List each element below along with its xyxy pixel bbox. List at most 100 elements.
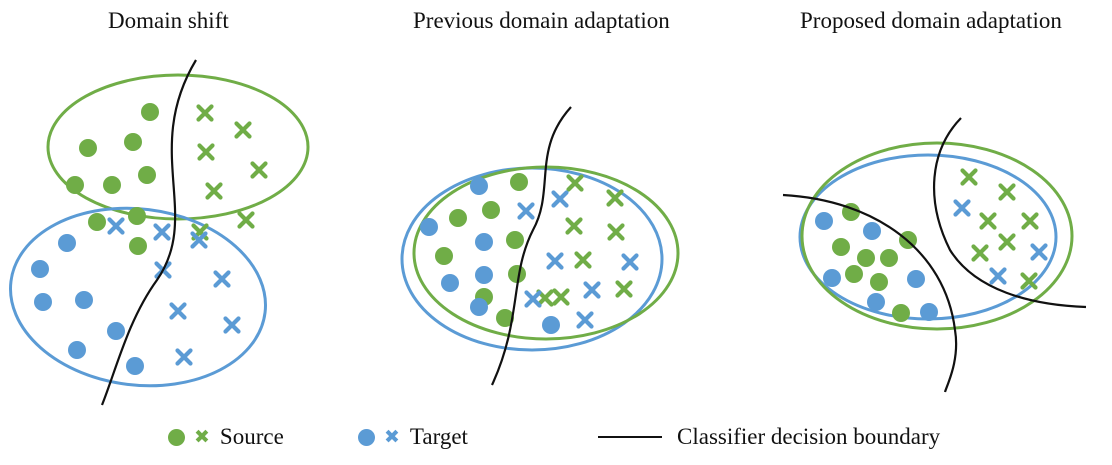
legend-target: ✖ Target (358, 422, 468, 452)
source-circle-point (435, 247, 453, 265)
source-circle-point (88, 213, 106, 231)
source-cross-point (606, 189, 624, 207)
target-circle-point (823, 269, 841, 287)
target-cross-point (953, 199, 971, 217)
source-cross-point (197, 143, 215, 161)
source-cross-point (607, 223, 625, 241)
source-circle-point (124, 133, 142, 151)
source-circle-point (892, 304, 910, 322)
source-circle-point (857, 249, 875, 267)
decision-boundary (491, 106, 572, 386)
source-circle-point (103, 176, 121, 194)
source-cross-point (196, 104, 214, 122)
source-cross-point (979, 212, 997, 230)
target-cross-point (213, 270, 231, 288)
source-circle-point (79, 139, 97, 157)
source-circle-point (506, 231, 524, 249)
target-cross-point (169, 302, 187, 320)
source-cross-point (971, 244, 989, 262)
target-circle-point (907, 270, 925, 288)
target-cross-point (546, 252, 564, 270)
source-cross-point (1020, 272, 1038, 290)
legend-target-label: Target (409, 424, 468, 449)
source-cross-point (565, 217, 583, 235)
decision-boundary (782, 193, 958, 393)
source-cross-point (250, 161, 268, 179)
target-circle-point (867, 293, 885, 311)
source-circle-point (66, 176, 84, 194)
decision-boundary (933, 117, 1087, 309)
legend-boundary: Classifier decision boundary (598, 422, 940, 452)
source-cross-point (237, 211, 255, 229)
source-circle-point (832, 238, 850, 256)
panel-proposed-domain-adaptation (782, 117, 1087, 393)
target-cross-point (524, 290, 542, 308)
target-circle-point (107, 322, 125, 340)
source-circle-point (141, 103, 159, 121)
panel-previous-domain-adaptation (400, 106, 680, 386)
points (31, 103, 268, 375)
source-circle-point (482, 201, 500, 219)
target-circle-point (470, 298, 488, 316)
legend-source: ✖ Source (168, 422, 284, 452)
target-cross-point (1030, 243, 1048, 261)
target-cross-point (551, 190, 569, 208)
target-cross-point (223, 316, 241, 334)
target-cross-point (576, 311, 594, 329)
source-cross-point (234, 121, 252, 139)
target-domain-ellipse (798, 153, 1058, 321)
target-circle-point (58, 234, 76, 252)
source-circle-point (128, 207, 146, 225)
source-circle-point (129, 237, 147, 255)
source-cross-point (574, 251, 592, 269)
source-cross-point (566, 174, 584, 192)
source-cross-point (205, 182, 223, 200)
panel-title-proposed-domain-adaptation: Proposed domain adaptation (800, 8, 1062, 33)
source-circle-point (496, 309, 514, 327)
target-circle-point (542, 316, 560, 334)
target-circle-point (815, 212, 833, 230)
boundary-line-icon (598, 436, 662, 438)
source-cross-point (615, 280, 633, 298)
target-circle-point (126, 357, 144, 375)
source-cross-point (552, 288, 570, 306)
target-circle-point (68, 341, 86, 359)
decision-boundary (100, 59, 197, 406)
target-cross-point (989, 267, 1007, 285)
target-circle-point (863, 222, 881, 240)
points (420, 173, 639, 334)
source-domain-ellipse (412, 165, 680, 341)
target-cross-point (190, 231, 208, 249)
target-circle-point (31, 260, 49, 278)
target-cross-point (583, 281, 601, 299)
target-cross-point (517, 202, 535, 220)
source-circle-point (845, 265, 863, 283)
target-circle-point (920, 303, 938, 321)
source-circle-point (870, 273, 888, 291)
target-cross-point (175, 348, 193, 366)
source-cross-point (1021, 212, 1039, 230)
panel-title-domain-shift: Domain shift (108, 8, 229, 33)
source-circle-point (880, 249, 898, 267)
target-circle-icon (358, 428, 375, 446)
source-domain-ellipse (46, 73, 310, 221)
source-circle-point (508, 265, 526, 283)
source-circle-point (449, 209, 467, 227)
source-domain-ellipse (800, 141, 1074, 331)
legend-boundary-label: Classifier decision boundary (677, 424, 941, 449)
panel-title-previous-domain-adaptation: Previous domain adaptation (413, 8, 670, 33)
target-cross-point (621, 253, 639, 271)
target-circle-point (75, 291, 93, 309)
target-circle-point (470, 177, 488, 195)
source-cross-point (960, 168, 978, 186)
target-cross-icon: ✖ (384, 425, 400, 448)
source-circle-point (138, 166, 156, 184)
source-cross-icon: ✖ (194, 425, 210, 448)
source-circle-icon (168, 428, 185, 446)
source-circle-point (510, 173, 528, 191)
target-circle-point (441, 274, 459, 292)
panel-domain-shift (9, 59, 310, 406)
target-circle-point (420, 218, 438, 236)
